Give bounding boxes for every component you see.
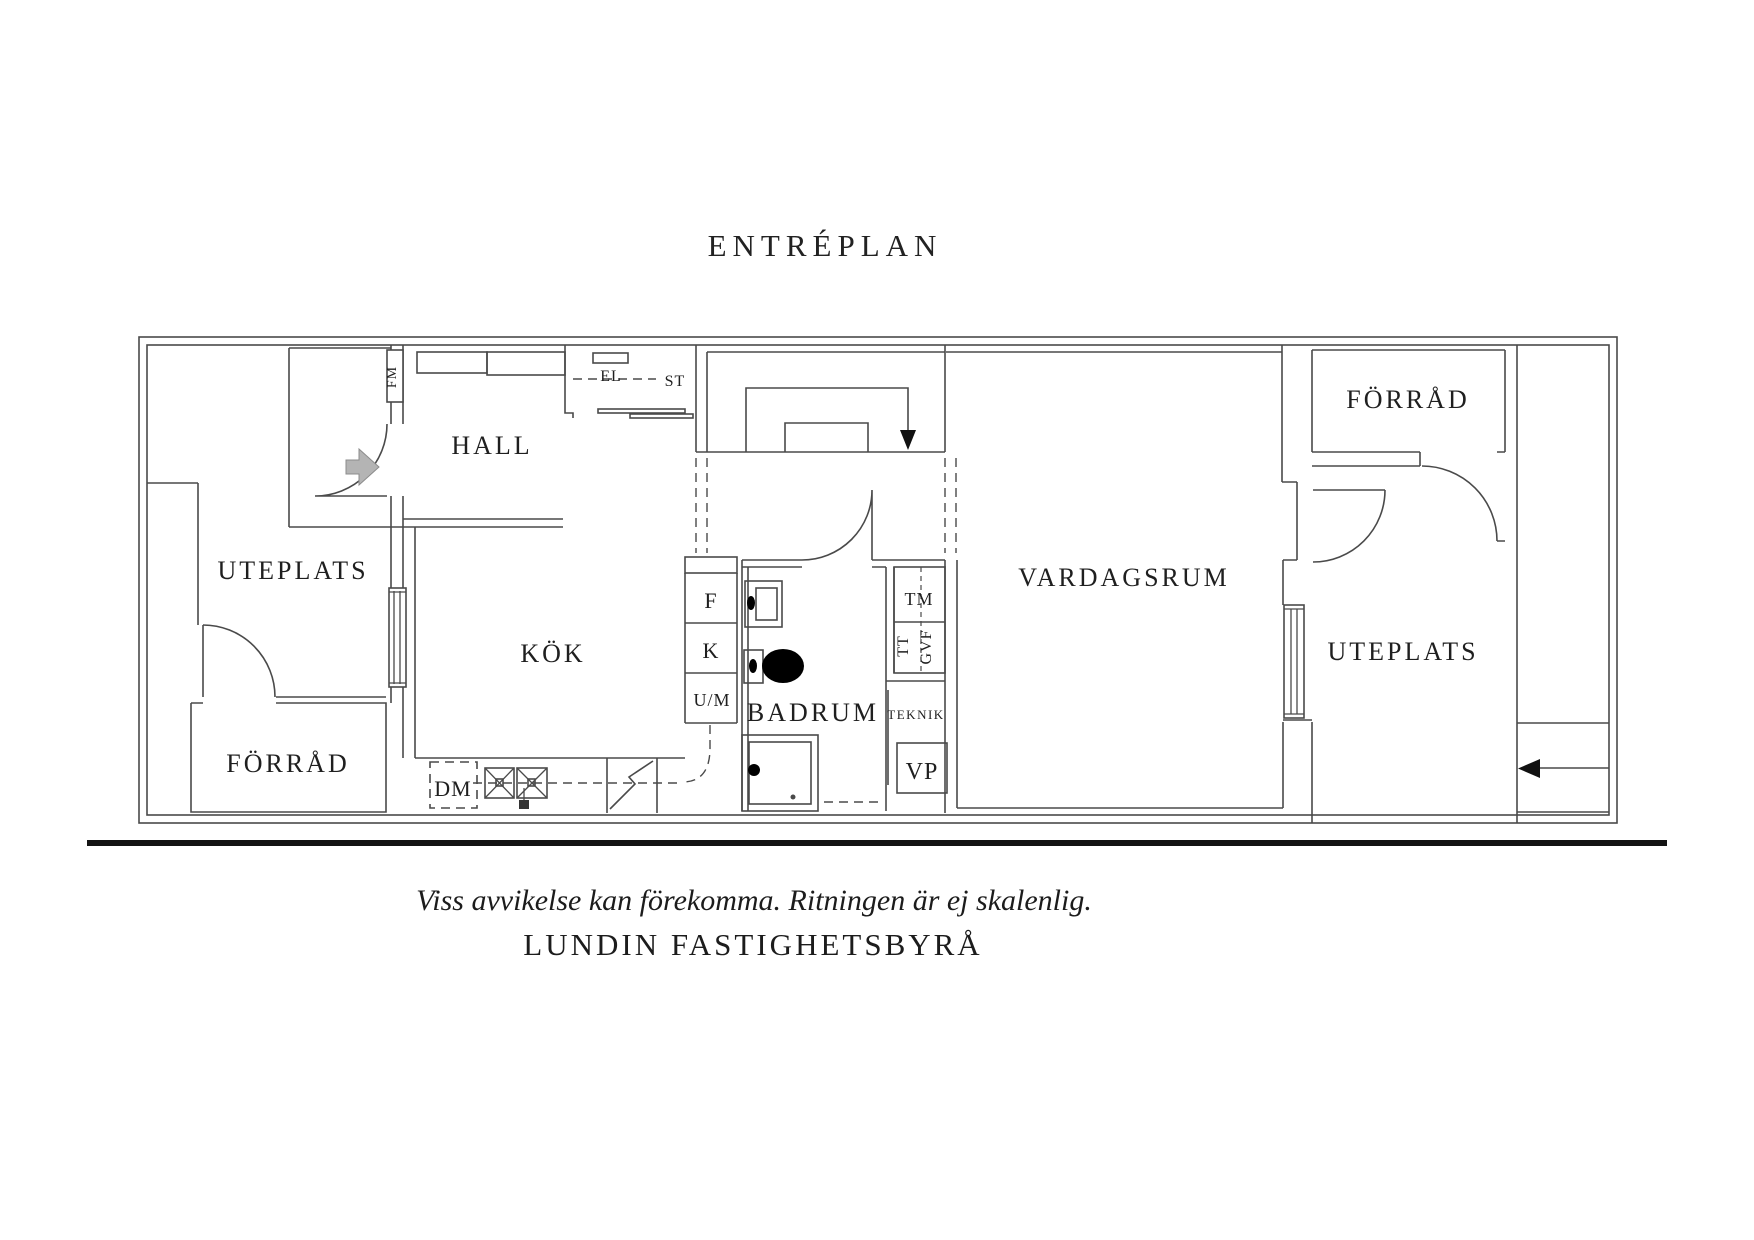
label-tm: TM <box>905 589 934 609</box>
shelf <box>629 413 694 419</box>
stove <box>606 758 658 813</box>
hall-wardrobe-a <box>416 351 488 374</box>
fixture-labels: FM EL ST F K U/M DM TM TT GVF TEKNIK VP <box>385 366 944 801</box>
label-vp: VP <box>906 759 939 785</box>
label-el: EL <box>600 368 622 385</box>
label-f: F <box>704 588 717 613</box>
toilet <box>743 649 804 684</box>
label-kok: KÖK <box>520 639 585 668</box>
heat-pump-box <box>896 742 948 794</box>
el-nook <box>573 345 945 453</box>
kitchen-sink <box>484 767 548 809</box>
fm-closet <box>386 349 404 403</box>
label-fm: FM <box>385 366 400 388</box>
label-teknik: TEKNIK <box>887 707 944 722</box>
hall-wardrobe-b <box>486 351 566 376</box>
label-um: U/M <box>693 690 730 710</box>
staircase <box>707 345 946 452</box>
window-vardagsrum <box>1283 604 1305 719</box>
label-k: K <box>703 638 720 663</box>
window-kok <box>388 587 407 688</box>
forrad-door <box>1421 465 1505 542</box>
label-st: ST <box>665 373 686 390</box>
bathroom-sink <box>744 580 783 628</box>
el-cabinet <box>592 352 629 364</box>
living-room-walls <box>944 345 1386 823</box>
site-boundary <box>138 336 1618 824</box>
label-gvf: GVF <box>918 629 935 664</box>
uteplats-door <box>1312 489 1386 563</box>
label-forrad-right: FÖRRÅD <box>1346 385 1469 414</box>
dishwasher <box>429 761 478 809</box>
label-badrum: BADRUM <box>747 698 879 727</box>
shelf <box>597 408 686 414</box>
entry-porch-walls <box>288 345 416 758</box>
left-section-walls <box>147 482 387 813</box>
plan-title: ENTRÉPLAN <box>707 228 943 263</box>
entry-arrow-icon <box>345 447 380 487</box>
divider-rule <box>87 840 1667 846</box>
entrance-arrow-icon <box>1518 759 1540 778</box>
label-vardagsrum: VARDAGSRUM <box>1018 563 1230 592</box>
faucet-icon <box>519 800 529 809</box>
kitchen-fixtures <box>415 556 738 813</box>
label-dm: DM <box>434 776 471 801</box>
label-uteplats-left: UTEPLATS <box>217 556 368 585</box>
dashed-opening-lines <box>473 458 957 803</box>
disclaimer-text: Viss avvikelse kan förekomma. Ritningen … <box>416 884 1092 917</box>
right-section-walls <box>1311 345 1609 823</box>
hall-walls <box>403 345 574 528</box>
shower <box>741 734 819 812</box>
room-labels: HALL KÖK BADRUM VARDAGSRUM UTEPLATS FÖRR… <box>217 385 1478 778</box>
label-uteplats-right: UTEPLATS <box>1327 637 1478 666</box>
label-forrad-left: FÖRRÅD <box>226 749 349 778</box>
bathroom-door <box>801 489 873 561</box>
label-tt: TT <box>895 635 912 657</box>
label-hall: HALL <box>451 431 532 460</box>
agency-name: LUNDIN FASTIGHETSBYRÅ <box>523 927 983 962</box>
stair-down-arrow-icon <box>900 430 916 450</box>
